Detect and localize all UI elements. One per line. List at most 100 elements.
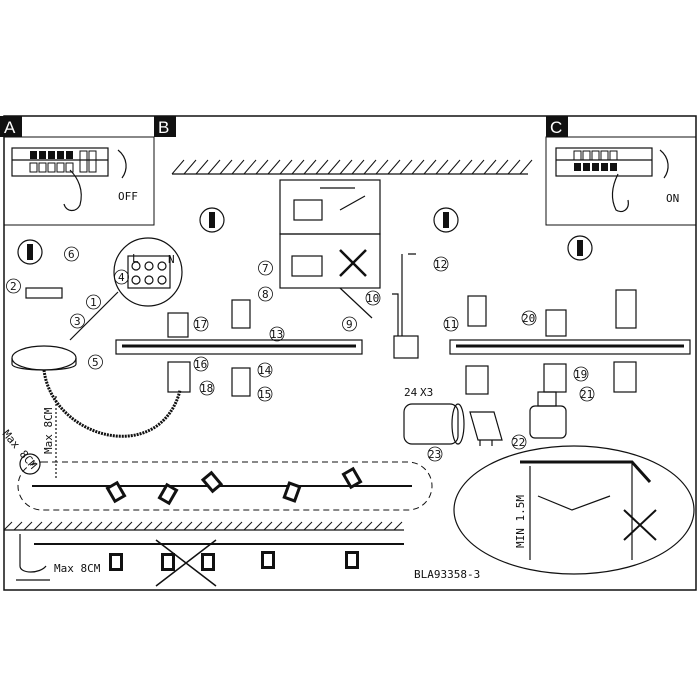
adapter-part <box>167 312 189 338</box>
step-number-18: 18 <box>200 382 213 395</box>
step-number-1: 1 <box>90 296 97 309</box>
track-rail-right <box>449 339 691 355</box>
step-number-6: 6 <box>68 248 75 261</box>
step-circle <box>199 380 215 396</box>
step-circle <box>443 316 459 332</box>
step-circle <box>88 354 103 370</box>
spotlight <box>341 466 363 490</box>
adapter-part <box>231 299 251 329</box>
step-number-14: 14 <box>258 364 272 377</box>
detail-box-correct <box>279 179 381 235</box>
height-detail: MIN 1.5M <box>453 445 695 575</box>
step-circle <box>511 434 527 450</box>
track-connector <box>393 335 419 359</box>
step-number-8: 8 <box>262 288 269 301</box>
panel-a: A OFF <box>0 116 155 226</box>
hand-icon <box>611 173 629 213</box>
adapter-part <box>467 295 487 327</box>
step-number-10: 10 <box>366 292 379 305</box>
step-number-2: 2 <box>10 280 17 293</box>
spotlight <box>200 470 224 494</box>
step-number-13: 13 <box>270 328 283 341</box>
step-number-7: 7 <box>262 262 269 275</box>
cross-icon <box>339 249 367 277</box>
step-number-11: 11 <box>444 318 457 331</box>
adapter-part <box>543 363 567 393</box>
spotlight <box>261 551 275 569</box>
adapter-part <box>167 361 191 393</box>
step-circle <box>258 286 273 302</box>
spotlight <box>109 553 123 571</box>
ceiling-plate <box>11 287 77 371</box>
step-number-17: 17 <box>194 318 207 331</box>
spotlight <box>161 553 175 571</box>
rotate-arrow-icon <box>659 149 669 179</box>
spot-holder <box>529 391 567 439</box>
step-circle <box>193 356 209 372</box>
step-number-21: 21 <box>580 388 593 401</box>
adapter-part <box>615 289 637 329</box>
adapter-part <box>231 367 251 397</box>
spot-body <box>403 403 465 445</box>
section-a-letter: A <box>4 118 16 137</box>
spot-row-lower <box>109 551 359 571</box>
step-circle <box>64 246 79 262</box>
cross-icon <box>623 509 657 541</box>
step-number-12: 12 <box>434 258 447 271</box>
step-circle <box>257 362 273 378</box>
step-circle <box>86 294 101 310</box>
switch-on-label: ON <box>666 192 679 205</box>
section-b-letter: B <box>158 118 169 137</box>
spot-row-upper <box>105 466 363 506</box>
step-number-15: 15 <box>258 388 271 401</box>
step-number-3: 3 <box>74 315 81 328</box>
terminal-n-label: N <box>168 253 175 266</box>
adapter-part <box>613 361 637 393</box>
terminal-l-label: L <box>132 252 139 265</box>
panel-c-frame <box>545 136 697 226</box>
rotate-arrow-icon <box>117 149 127 179</box>
step-circle <box>579 386 595 402</box>
terminal-block-callout: N L <box>69 237 183 341</box>
wall-plug-icon <box>199 207 225 233</box>
wall-plug-icon <box>17 239 43 265</box>
wall-plug-icon <box>567 235 593 261</box>
sheet-frame <box>3 115 697 591</box>
step-circle <box>427 446 443 462</box>
panel-a-frame <box>3 136 155 226</box>
max-8cm-vertical-label: Max 8CM <box>42 407 55 454</box>
step-circle <box>365 290 381 306</box>
step-circle <box>433 256 449 272</box>
step-number-22: 22 <box>512 436 525 449</box>
spotlight <box>201 553 215 571</box>
step-circle <box>342 316 357 332</box>
model-code: BLA93358-3 <box>414 568 480 581</box>
track-rail-left <box>115 339 363 355</box>
step-circle <box>257 386 273 402</box>
step-number-23: 23 <box>428 448 441 461</box>
max-8cm-bottom-label: Max 8CM <box>54 562 101 575</box>
section-c-letter: C <box>550 118 562 137</box>
wall-plug-icon <box>433 207 459 233</box>
section-b-badge <box>154 116 176 137</box>
step-circle <box>114 269 129 285</box>
circuit-breaker-a <box>11 147 109 177</box>
detail-box-incorrect <box>279 233 381 289</box>
panel-c: C ON <box>545 116 697 226</box>
adapter-part <box>545 309 567 337</box>
step-number-4: 4 <box>118 271 125 284</box>
section-a-badge <box>0 116 22 137</box>
spotlight <box>105 480 127 504</box>
spotlight <box>345 551 359 569</box>
step-24-suffix: X3 <box>420 386 433 399</box>
switch-off-label: OFF <box>118 190 138 203</box>
adapter-part <box>465 365 489 395</box>
step-number-16: 16 <box>194 358 207 371</box>
track-link-wire <box>392 253 416 336</box>
step-number-5: 5 <box>92 356 99 369</box>
step-circle <box>193 316 209 332</box>
spotlight <box>157 482 179 506</box>
min-height-label: MIN 1.5M <box>514 495 527 548</box>
circuit-breaker-c <box>555 147 653 177</box>
